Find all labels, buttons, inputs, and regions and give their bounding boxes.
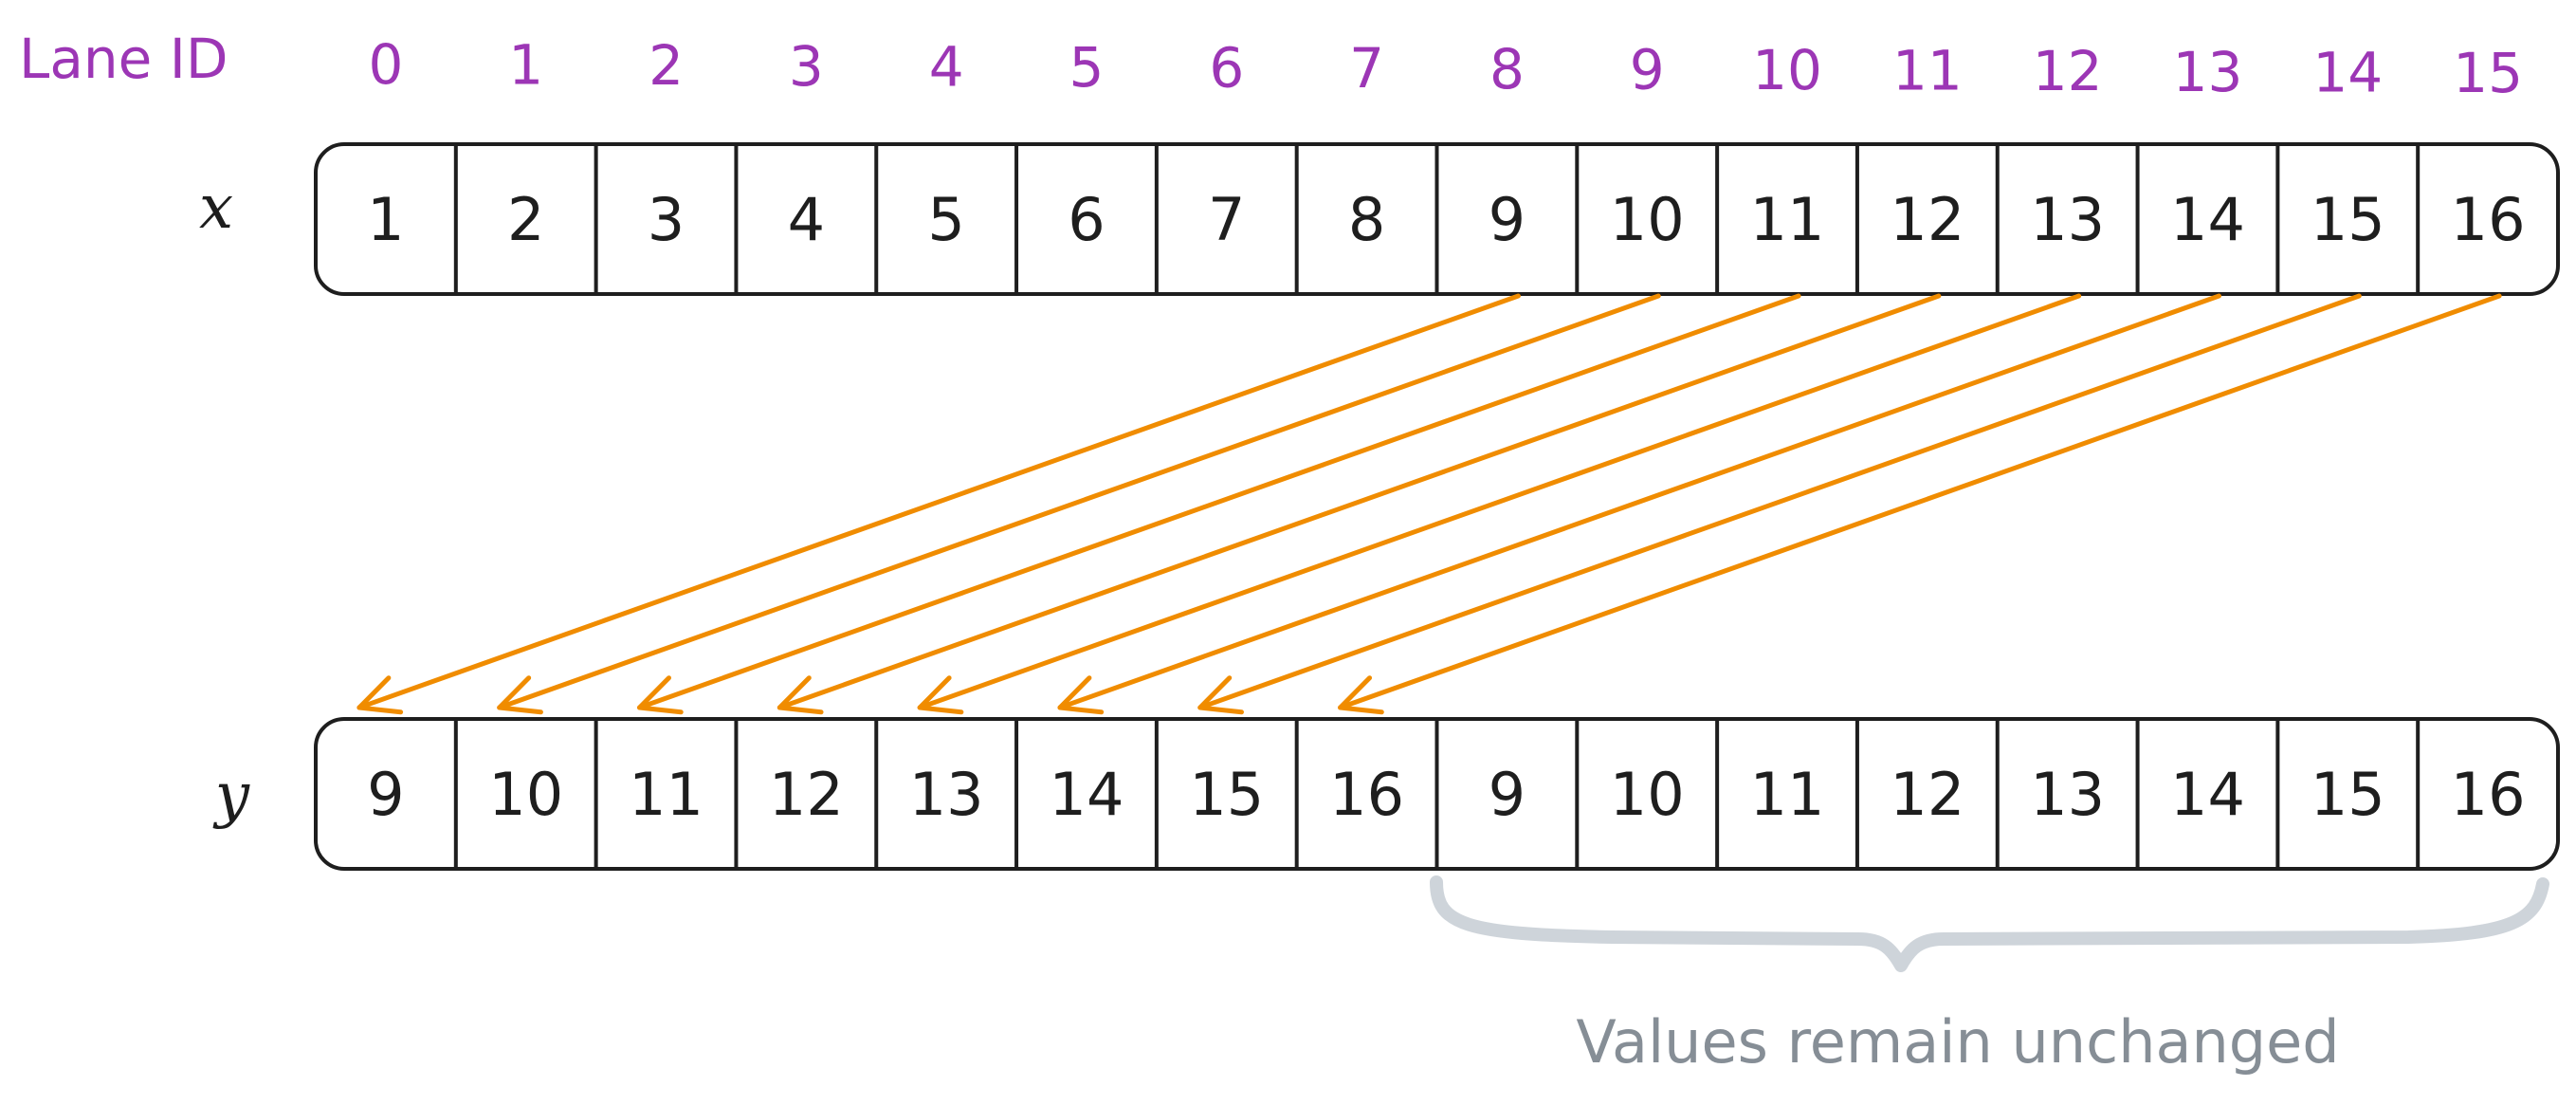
register-y-cell: 14	[2170, 760, 2245, 829]
shuffle-arrow-line	[356, 293, 1521, 710]
shuffle-arrow	[1338, 293, 2502, 715]
register-y-cell: 9	[1489, 760, 1526, 829]
register-y-cell: 15	[2311, 760, 2385, 829]
lane-id: 0	[368, 32, 403, 97]
lane-id: 8	[1489, 37, 1525, 101]
arrowhead-icon	[776, 675, 824, 715]
lane-id: 13	[2173, 40, 2243, 104]
shuffle-arrow-line	[1057, 293, 2221, 710]
register-y-cell: 10	[488, 760, 563, 829]
shuffle-arrows	[356, 293, 2502, 715]
register-x-cell: 7	[1208, 185, 1245, 254]
register-y-cell: 11	[629, 760, 703, 829]
shuffle-arrow-line	[776, 293, 1942, 710]
register-y-cell: 10	[1610, 760, 1685, 829]
lane-id: 7	[1349, 36, 1384, 101]
shuffle-arrow	[776, 293, 1942, 715]
register-x-cell: 15	[2311, 185, 2385, 254]
register-x-cell: 1	[367, 185, 404, 254]
shuffle-arrow-line	[1197, 293, 2362, 710]
lane-id: 9	[1630, 37, 1665, 101]
register-x-cell: 4	[788, 185, 825, 254]
register-y-cell: 12	[1890, 760, 1964, 829]
unchanged-brace	[1430, 875, 2549, 972]
unchanged-note: Values remain unchanged	[1576, 1007, 2339, 1077]
lane-id: 4	[929, 34, 964, 99]
lane-id: 1	[508, 33, 543, 98]
register-x-cell: 13	[2030, 185, 2105, 254]
register-y-cell: 15	[1189, 760, 1264, 829]
register-x-cell: 14	[2170, 185, 2245, 254]
register-y-cell: 9	[367, 760, 404, 829]
register-x-cell: 3	[648, 185, 685, 254]
arrowhead-icon	[356, 675, 404, 715]
lane-id: 14	[2312, 40, 2383, 104]
register-x-dividers	[453, 144, 2421, 294]
register-x-cell: 5	[927, 185, 964, 254]
register-y-cell: 13	[2030, 760, 2105, 829]
shuffle-arrow	[497, 293, 1661, 715]
lane-id: 12	[2033, 39, 2103, 103]
register-y-label: y	[212, 761, 250, 831]
shuffle-arrow	[1057, 293, 2221, 715]
register-x-cell: 9	[1489, 185, 1526, 254]
lane-id: 5	[1069, 35, 1105, 100]
shuffle-arrow-line	[497, 293, 1661, 710]
lane-id: 11	[1892, 39, 1963, 103]
arrowhead-icon	[1197, 675, 1245, 715]
lane-id: 15	[2453, 41, 2523, 105]
register-y-cell: 16	[2451, 760, 2526, 829]
register-y-cell: 14	[1050, 760, 1124, 829]
register-x-cell: 6	[1068, 185, 1105, 254]
register-y-cell: 12	[769, 760, 844, 829]
lane-id-label: Lane ID	[19, 27, 228, 91]
register-y-cells: 9 10 11 12 13 14 15 16 9 10 11 12 13 14 15 16	[367, 760, 2525, 829]
register-y-dividers	[453, 719, 2421, 869]
lane-id: 2	[649, 33, 684, 98]
register-x-cell: 2	[507, 185, 544, 254]
arrowhead-icon	[497, 675, 543, 715]
arrowhead-icon	[917, 675, 964, 715]
shuffle-arrow-line	[917, 293, 2082, 710]
shuffle-arrow-line	[1338, 293, 2502, 710]
shuffle-arrow	[1197, 293, 2362, 715]
register-x-cell: 10	[1610, 185, 1685, 254]
lane-id: 10	[1752, 38, 1822, 102]
shuffle-arrow-line	[637, 293, 1801, 710]
register-x-cell: 12	[1890, 185, 1964, 254]
register-y-cell: 11	[1750, 760, 1825, 829]
register-x-cell: 11	[1750, 185, 1825, 254]
register-x-cell: 8	[1348, 185, 1385, 254]
shuffle-arrow	[356, 293, 1521, 715]
register-y-cell: 13	[909, 760, 984, 829]
arrowhead-icon	[637, 675, 684, 715]
lane-id: 3	[789, 34, 824, 99]
arrowhead-icon	[1057, 675, 1105, 715]
lane-id: 6	[1209, 36, 1244, 101]
register-y-cell: 16	[1329, 760, 1404, 829]
arrowhead-icon	[1338, 675, 1384, 715]
register-x-label: x	[199, 173, 233, 243]
shuffle-arrow	[637, 293, 1801, 715]
register-x-cell: 16	[2451, 185, 2526, 254]
shuffle-arrow	[917, 293, 2082, 715]
register-y: y 9 10 11 12 13 14 15 16 9 10 11 12 13 14 15 16	[212, 717, 2560, 871]
